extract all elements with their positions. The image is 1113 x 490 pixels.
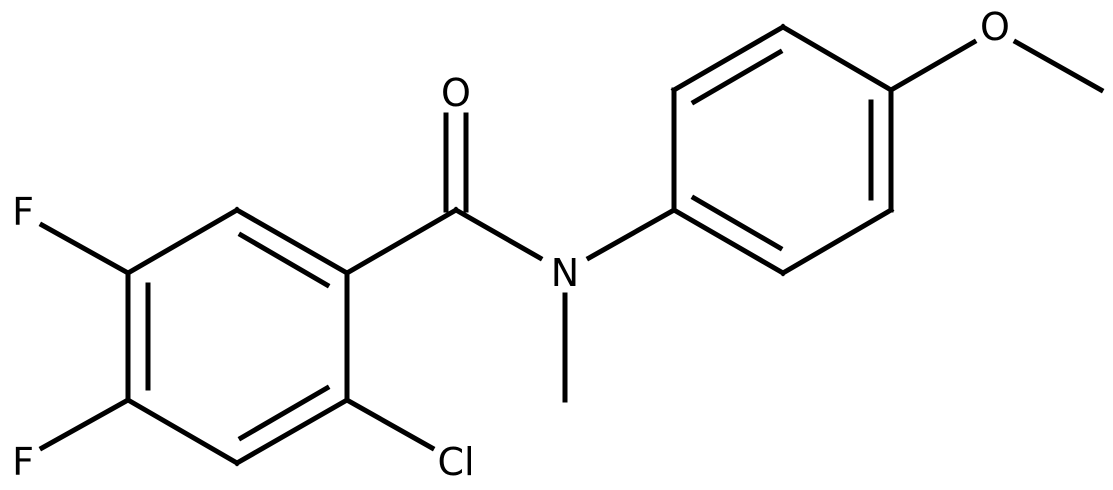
atom-label-fluorine-4: F <box>12 440 34 484</box>
bond-c5-f <box>38 221 132 277</box>
atom-label-methoxy-oxygen: O <box>980 5 1010 49</box>
bond-c4-f <box>38 396 132 452</box>
bond-ring-methoxy-o <box>887 38 978 94</box>
bond-methoxy-o-methyl <box>1012 38 1105 94</box>
benzamide-ring <box>124 206 351 467</box>
bond-ring-b-4 <box>779 23 895 94</box>
atom-label-fluorine-5: F <box>12 190 34 234</box>
bond-ring-a-4 <box>124 396 241 467</box>
bond-ring-a-3 <box>233 396 351 467</box>
bond-n-aryl <box>585 206 678 262</box>
bond-ring-b-5-inner <box>690 48 784 106</box>
bond-ring-b-5 <box>670 23 787 94</box>
atom-label-chlorine: Cl <box>437 440 474 484</box>
bond-ring-a-6 <box>124 206 241 277</box>
bond-ring-a-1-inner <box>237 231 331 289</box>
atom-label-carbonyl-oxygen: O <box>441 71 471 115</box>
bond-ring-b-1 <box>670 206 787 277</box>
bond-ring-b-1-inner <box>690 194 784 252</box>
bond-ring-a-3-inner <box>237 384 331 442</box>
bond-c2-cl <box>343 396 436 452</box>
bond-ring-carbonyl <box>343 206 460 277</box>
atom-label-nitrogen: N <box>551 251 579 295</box>
anisyl-ring <box>670 23 895 277</box>
bond-ring-a-1 <box>233 206 351 277</box>
bond-carbonyl-n <box>452 206 544 262</box>
bond-ring-b-2 <box>779 206 895 277</box>
